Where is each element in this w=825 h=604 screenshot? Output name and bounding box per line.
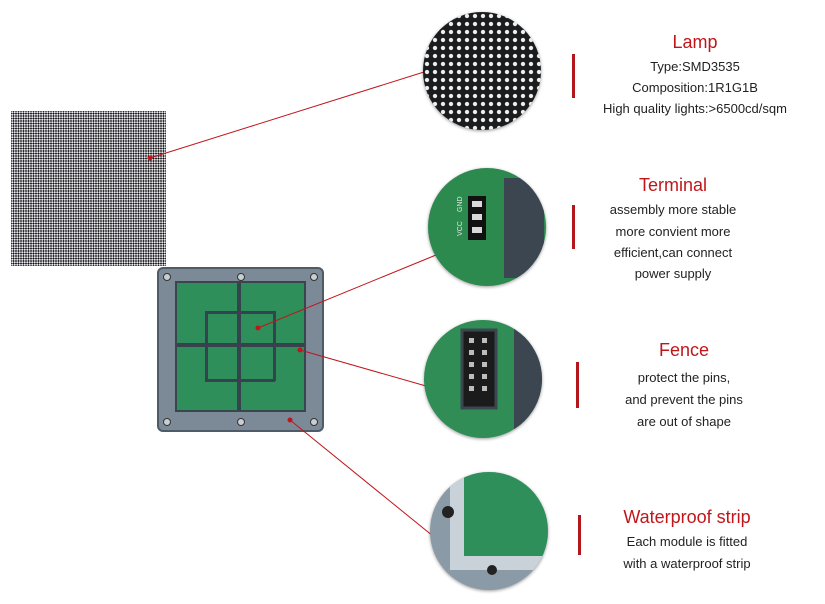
terminal-text-line: efficient,can connect — [613, 245, 733, 260]
pcb-board — [175, 281, 306, 412]
fence-text-line: and prevent the pins — [625, 392, 743, 407]
divider-bar — [578, 515, 581, 555]
pcb-label-vcc: VCC — [457, 221, 464, 236]
lamp-text-line: Type:SMD3535 — [650, 59, 740, 74]
screw-icon — [237, 418, 245, 426]
terminal-svg: GND VCC — [457, 178, 544, 278]
waterproof-title: Waterproof strip — [623, 507, 751, 527]
waterproof-text-line: Each module is fitted — [626, 534, 748, 549]
fence-svg — [460, 320, 542, 438]
terminal-text-line: assembly more stable — [609, 202, 737, 217]
fence-text-line: are out of shape — [637, 414, 731, 429]
lamp-closeup-image — [423, 12, 541, 130]
divider-bar — [572, 205, 575, 249]
lamp-text-line: Composition:1R1G1B — [632, 80, 758, 95]
screw-icon — [163, 418, 171, 426]
pointer-line-terminal — [257, 254, 437, 329]
lamp-title: Lamp — [672, 32, 718, 52]
pointer-line-waterproof — [289, 419, 445, 546]
terminal-text-line: more convient more — [615, 224, 731, 239]
divider-bar — [576, 362, 579, 408]
screw-icon — [310, 273, 318, 281]
terminal-text-line: power supply — [634, 266, 712, 281]
screw-icon — [163, 273, 171, 281]
fence-title: Fence — [658, 340, 710, 360]
led-module-front-image — [11, 111, 166, 266]
fence-closeup-image — [424, 320, 542, 438]
screw-icon — [237, 273, 245, 281]
lamp-text-line: High quality lights:>6500cd/sqm — [603, 101, 787, 116]
waterproof-text-line: with a waterproof strip — [623, 556, 751, 571]
pcb-label-gnd: GND — [457, 196, 464, 212]
waterproof-closeup-image — [430, 472, 548, 590]
pointer-line-fence — [299, 349, 427, 387]
divider-bar — [572, 54, 575, 98]
terminal-title: Terminal — [638, 175, 708, 195]
waterproof-svg — [442, 472, 548, 575]
screw-icon — [310, 418, 318, 426]
terminal-closeup-image: GND VCC — [428, 168, 546, 286]
led-module-back-image — [157, 267, 324, 432]
pointer-line-lamp — [149, 71, 425, 159]
fence-text-line: protect the pins, — [637, 370, 731, 385]
